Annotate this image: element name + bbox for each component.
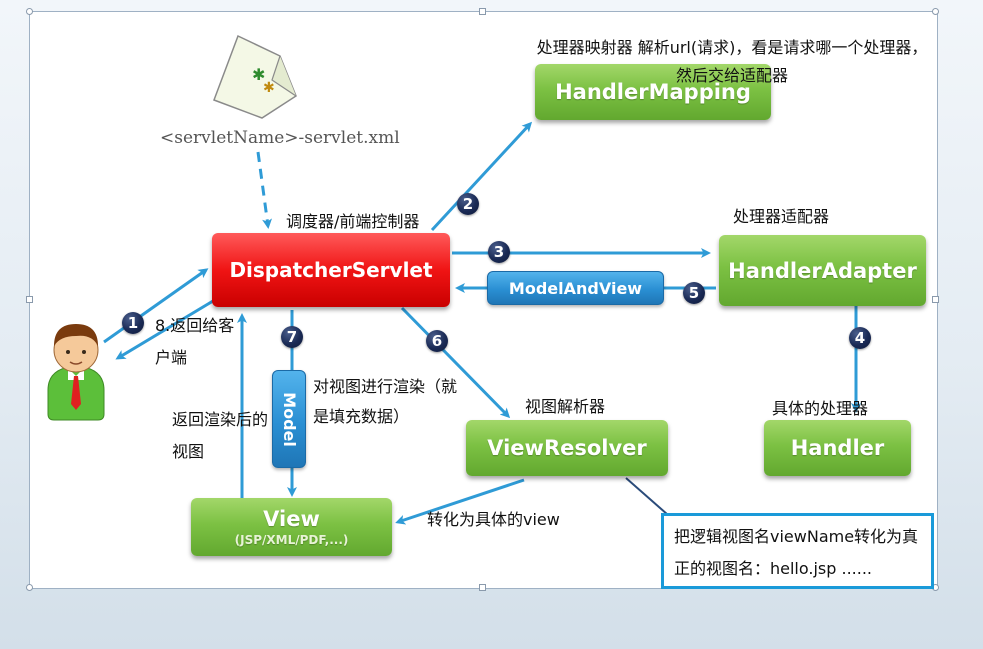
- config-load-arrow: [256, 151, 273, 229]
- servlet-xml-label: <servletName>-servlet.xml: [160, 128, 400, 148]
- mapping-arrow: [430, 121, 533, 232]
- step-6-badge: 6: [426, 330, 448, 352]
- handler-mapping-label: HandlerMapping: [555, 80, 751, 104]
- dispatcher-servlet-box[interactable]: DispatcherServlet: [212, 233, 450, 307]
- mapping-description: 处理器映射器 解析url(请求)，看是请求哪一个处理器，然后交给适配器: [536, 38, 928, 85]
- to-view-arrow: [395, 478, 525, 525]
- resize-handle-top-left[interactable]: [26, 8, 33, 15]
- view-resolver-box[interactable]: ViewResolver: [466, 420, 668, 476]
- handler-mapping-box[interactable]: HandlerMapping: [535, 64, 771, 120]
- model-and-view-box[interactable]: ModelAndView: [487, 271, 664, 305]
- user-icon: [47, 324, 105, 421]
- view-types-label: (JSP/XML/PDF,...): [234, 533, 349, 547]
- resolver-arrow: [400, 306, 511, 419]
- resize-handle-top-center[interactable]: [479, 8, 486, 15]
- view-name-note: 把逻辑视图名viewName转化为真正的视图名：hello.jsp ......: [661, 513, 934, 589]
- view-resolver-label: ViewResolver: [487, 436, 647, 460]
- handler-adapter-box[interactable]: HandlerAdapter: [719, 235, 926, 306]
- xml-file-icon: ✱ ✱: [213, 34, 297, 119]
- svg-text:✱: ✱: [252, 65, 265, 84]
- view-label: View: [263, 507, 320, 531]
- model-box[interactable]: Model: [272, 370, 306, 468]
- model-and-view-label: ModelAndView: [508, 278, 643, 298]
- resize-handle-middle-left[interactable]: [26, 296, 33, 303]
- svg-text:✱: ✱: [263, 80, 275, 96]
- handler-label: Handler: [790, 436, 885, 460]
- step-1-badge: 1: [122, 312, 144, 334]
- response-arrow: [115, 296, 219, 360]
- resolver-description: 视图解析器: [525, 397, 606, 416]
- step-4-badge: 4: [849, 327, 871, 349]
- render-description: 对视图进行渲染（就是填充数据）: [313, 377, 458, 426]
- return-to-client-label: 8.返回给客户端: [155, 316, 235, 367]
- to-view-label: 转化为具体的view: [427, 510, 560, 529]
- view-box[interactable]: View (JSP/XML/PDF,...): [191, 498, 392, 556]
- adapter-description: 处理器适配器: [733, 207, 830, 226]
- step-7-badge: 7: [281, 326, 303, 348]
- handler-box[interactable]: Handler: [764, 420, 911, 476]
- resize-handle-top-right[interactable]: [932, 8, 939, 15]
- resize-handle-middle-right[interactable]: [932, 296, 939, 303]
- handler-adapter-label: HandlerAdapter: [728, 258, 917, 283]
- return-view-label: 返回渲染后的视图: [172, 410, 269, 461]
- model-label: Model: [279, 391, 299, 447]
- resize-handle-bottom-left[interactable]: [26, 584, 33, 591]
- handler-description: 具体的处理器: [772, 399, 869, 418]
- dispatcher-servlet-label: DispatcherServlet: [229, 258, 433, 282]
- step-5-badge: 5: [683, 282, 705, 304]
- request-arrow: [103, 268, 209, 344]
- resize-handle-bottom-center[interactable]: [479, 584, 486, 591]
- step-2-badge: 2: [457, 193, 479, 215]
- step-3-badge: 3: [488, 241, 510, 263]
- dispatcher-description: 调度器/前端控制器: [286, 212, 420, 231]
